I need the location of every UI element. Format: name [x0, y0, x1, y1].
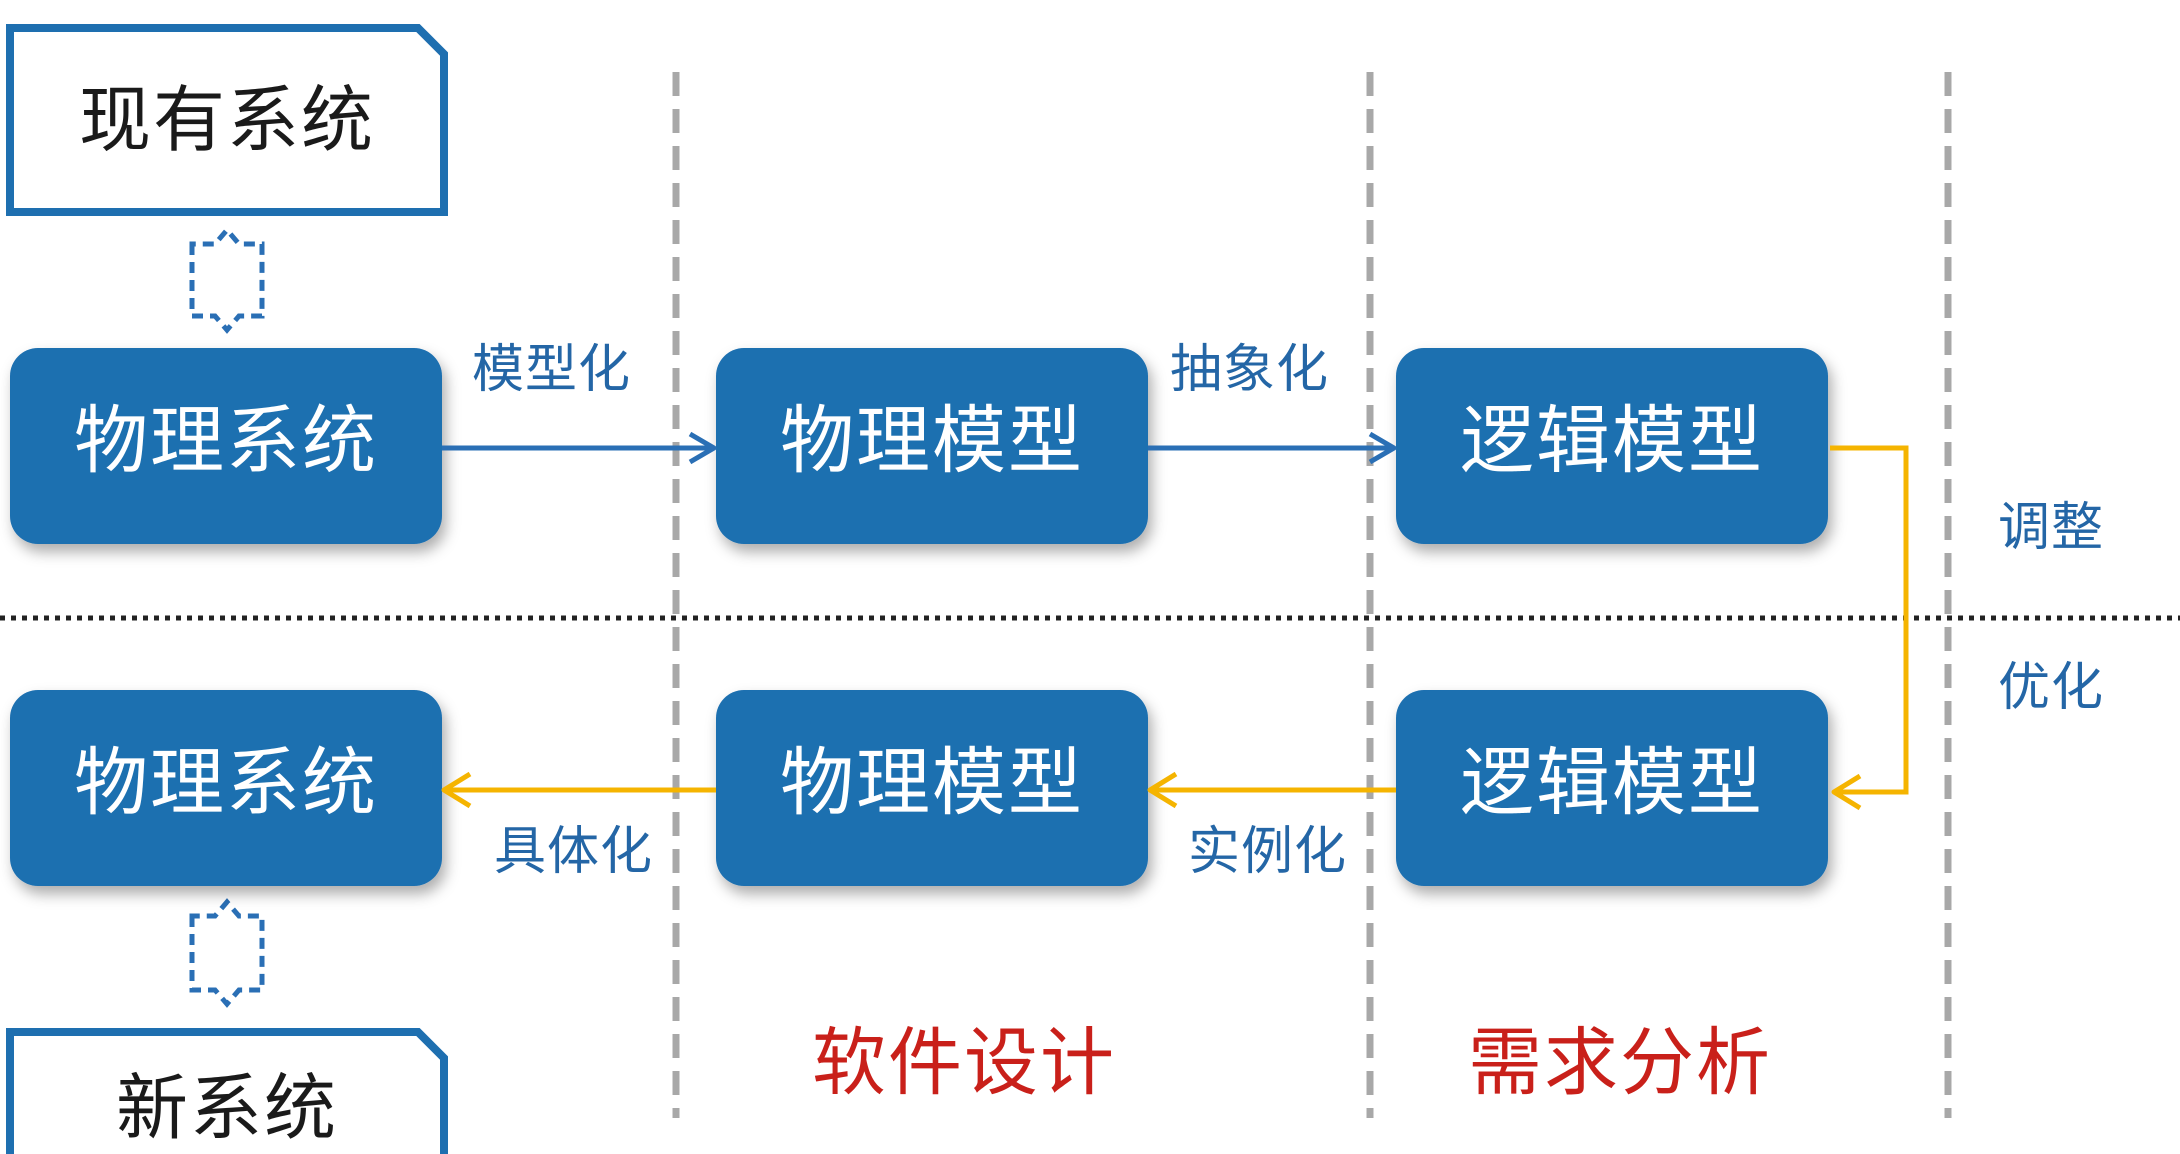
new-system-box	[6, 1028, 448, 1154]
physical-new-link-arrow	[189, 898, 265, 1008]
existing-system-label: 现有系统	[78, 78, 375, 162]
bottom-logical-model-node	[1396, 690, 1828, 886]
top-physical-system-label: 物理系统	[74, 398, 378, 484]
instantiation-label: 实例化	[1188, 822, 1348, 882]
concretization-label: 具体化	[494, 822, 654, 882]
requirements-analysis-label: 需求分析	[1468, 1020, 1772, 1106]
adjust-label: 调整	[1998, 498, 2105, 558]
concretization-arrow	[441, 771, 716, 809]
adjust-optimize-arrow	[1830, 445, 1909, 811]
bottom-physical-system-label: 物理系统	[74, 740, 378, 826]
existing-system-box	[6, 24, 448, 216]
bottom-logical-model-label: 逻辑模型	[1460, 740, 1764, 826]
modeling-label: 模型化	[472, 340, 632, 400]
bottom-physical-system-node	[10, 690, 442, 886]
existing-physical-link-arrow	[189, 226, 265, 334]
new-system-label: 新系统	[115, 1066, 338, 1150]
instantiation-arrow	[1147, 771, 1396, 809]
top-physical-model-label: 物理模型	[780, 398, 1084, 484]
top-physical-system-node	[10, 348, 442, 544]
top-logical-model-label: 逻辑模型	[1460, 398, 1764, 484]
top-logical-model-node	[1396, 348, 1828, 544]
bottom-physical-model-node	[716, 690, 1148, 886]
optimize-label: 优化	[1998, 658, 2105, 718]
top-physical-model-node	[716, 348, 1148, 544]
modeling-arrow	[442, 431, 717, 465]
abstraction-label: 抽象化	[1170, 340, 1330, 400]
bottom-physical-model-label: 物理模型	[780, 740, 1084, 826]
software-design-label: 软件设计	[812, 1020, 1116, 1106]
abstraction-arrow	[1148, 431, 1397, 465]
